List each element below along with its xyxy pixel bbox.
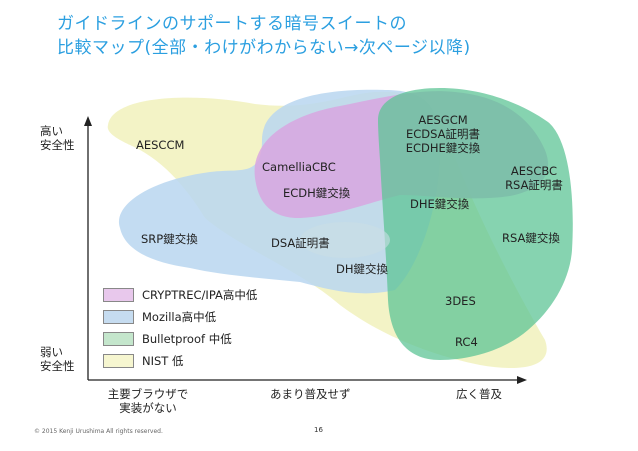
y-axis-arrow (84, 116, 92, 126)
legend-label-nist: NIST 低 (142, 354, 184, 368)
legend-item-cryptrec: CRYPTREC/IPA高中低 (103, 286, 257, 304)
label-rc4: RC4 (455, 335, 478, 349)
legend-item-nist: NIST 低 (103, 352, 183, 370)
slide-title-line1: ガイドラインのサポートする暗号スイートの (57, 14, 407, 34)
label-rsa-kx: RSA鍵交換 (502, 231, 560, 245)
label-aesccm: AESCCM (136, 138, 185, 152)
dsa-dh-overlap (300, 222, 390, 258)
page-number: 16 (314, 426, 323, 434)
legend-swatch-cryptrec (103, 288, 134, 302)
legend-item-mozilla: Mozilla高中低 (103, 308, 216, 326)
legend-swatch-bulletproof (103, 332, 134, 346)
label-aesgcm-group: AESGCM ECDSA証明書 ECDHE鍵交換 (405, 113, 481, 155)
label-aescbc-group: AESCBC RSA証明書 (505, 164, 563, 192)
legend-label-bulletproof: Bulletproof 中低 (142, 332, 232, 346)
label-ecdh-kx: ECDH鍵交換 (283, 186, 351, 200)
y-axis-high-label: 高い 安全性 (40, 124, 75, 152)
x-axis-left-label: 主要ブラウザで 実装がない (107, 387, 189, 415)
bulletproof-region (378, 88, 573, 360)
x-axis-right-label: 広く普及 (456, 387, 502, 401)
x-axis-middle-label: あまり普及せず (270, 387, 351, 401)
copyright-footer: © 2015 Kenji Urushima All rights reserve… (34, 428, 163, 435)
legend-swatch-mozilla (103, 310, 134, 324)
slide-title-line2: 比較マップ(全部・わけがわからない→次ページ以降) (57, 38, 471, 58)
label-3des: 3DES (445, 294, 476, 308)
label-dsa-cert: DSA証明書 (271, 236, 330, 250)
x-axis-arrow (517, 376, 527, 384)
slide-title: ガイドラインのサポートする暗号スイートの 比較マップ(全部・わけがわからない→次… (57, 12, 617, 60)
legend-item-bulletproof: Bulletproof 中低 (103, 330, 232, 348)
legend-label-cryptrec: CRYPTREC/IPA高中低 (142, 288, 258, 302)
label-srp-kx: SRP鍵交換 (141, 232, 198, 246)
label-dh-kx: DH鍵交換 (336, 262, 389, 276)
y-axis-low-label: 弱い 安全性 (40, 345, 75, 373)
legend-swatch-nist (103, 354, 134, 368)
legend-label-mozilla: Mozilla高中低 (142, 310, 217, 324)
label-camellia-cbc: CamelliaCBC (262, 160, 336, 174)
label-dhe-kx: DHE鍵交換 (410, 197, 470, 211)
